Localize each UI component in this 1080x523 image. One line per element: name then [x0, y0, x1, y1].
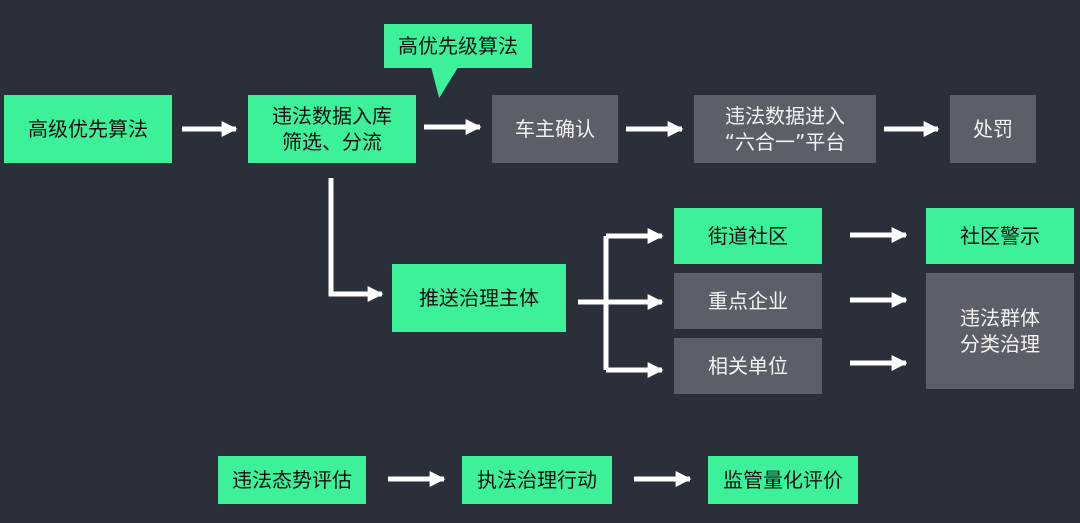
- node-community-warning: 社区警示: [926, 208, 1074, 264]
- node-key-enterprise: 重点企业: [674, 273, 822, 329]
- node-penalty: 处罚: [950, 95, 1036, 163]
- callout-tail: [425, 66, 459, 98]
- node-high-algorithm: 高级优先算法: [4, 95, 172, 163]
- node-supervision-evaluation: 监管量化评价: [708, 456, 858, 504]
- node-street-community: 街道社区: [674, 208, 822, 264]
- callout-algorithm: 高优先级算法: [384, 24, 532, 68]
- node-group-governance: 违法群体 分类治理: [926, 273, 1074, 389]
- node-filter-split: 违法数据入库 筛选、分流: [248, 95, 416, 163]
- node-enforcement-action: 执法治理行动: [462, 456, 612, 504]
- node-owner-confirm: 车主确认: [492, 95, 618, 163]
- arrow-filter-to-push: [328, 178, 384, 303]
- node-situation-assessment: 违法态势评估: [218, 456, 366, 504]
- node-push-subject: 推送治理主体: [392, 264, 566, 332]
- node-six-in-one: 违法数据进入 “六合一”平台: [694, 95, 876, 163]
- node-related-units: 相关单位: [674, 338, 822, 394]
